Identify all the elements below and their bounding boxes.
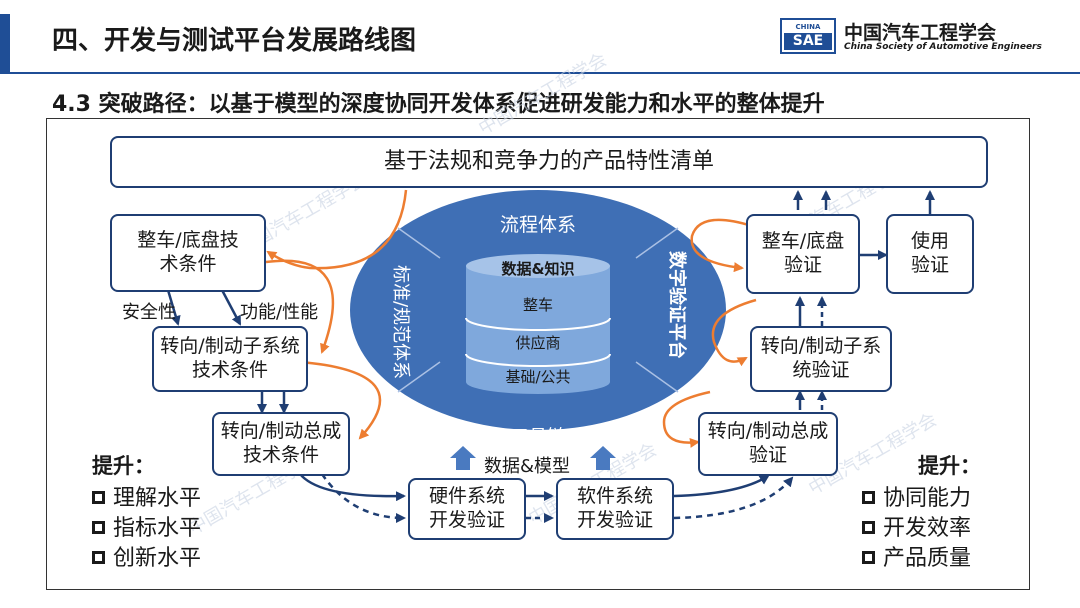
subsystem-validation-box: 转向/制动子系统验证 <box>750 326 892 392</box>
ellipse-divider <box>635 227 679 259</box>
database-layer-vehicle: 整车 <box>522 296 553 314</box>
orange-arrow-loop-vehicle <box>690 218 753 273</box>
database-title: 数据&知识 <box>501 260 575 278</box>
up-block-arrow <box>450 446 476 470</box>
left-improve-item: 指标水平 <box>92 510 201 542</box>
vehicle-chassis-validation-box: 整车/底盘验证 <box>746 214 860 294</box>
section-subtitle: 4.3 突破路径：以基于模型的深度协同开发体系促进研发能力和水平的整体提升 <box>52 92 825 117</box>
arrow-assembly-to-hardware-dashed <box>320 473 406 523</box>
toolchain-label: 工具链 <box>509 426 567 448</box>
usage-validation-box: 使用验证 <box>886 214 974 294</box>
ellipse-divider <box>397 361 441 393</box>
logo-mark: CHINA SAE <box>780 18 836 54</box>
page-title: 四、开发与测试平台发展路线图 <box>52 26 417 56</box>
standards-system-label: 标准/规范体系 <box>390 265 411 380</box>
checkbox-icon <box>92 520 105 534</box>
assembly-validation-box: 转向/制动总成验证 <box>698 412 838 476</box>
safety-label: 安全性 <box>122 302 176 323</box>
arrow-down <box>220 289 242 326</box>
data-model-label: 数据&模型 <box>484 456 571 477</box>
logo-english-name: China Society of Automotive Engineers <box>844 42 1042 52</box>
ellipse-divider <box>635 361 679 393</box>
logo-mark-bottom-text: SAE <box>784 33 832 50</box>
arrow-software-to-assembly-validation <box>673 474 770 498</box>
title-accent-bar <box>0 14 10 72</box>
diagram-frame <box>46 118 1030 590</box>
arrow-down <box>166 289 181 326</box>
orange-arrow-subsystem-to-assembly <box>299 360 382 440</box>
up-block-arrow <box>590 446 616 470</box>
database-layer-line <box>465 353 611 367</box>
process-system-label: 流程体系 <box>499 214 576 236</box>
ellipse-divider <box>397 227 441 259</box>
title-divider <box>0 72 1080 74</box>
right-improve-item: 协同能力 <box>862 480 971 512</box>
arrow-software-to-assembly-validation-dashed <box>673 476 794 520</box>
left-improve-title: 提升： <box>92 454 155 478</box>
digital-validation-platform-label: 数字验证平台 <box>666 251 687 359</box>
logo-chinese-name: 中国汽车工程学会 <box>844 22 997 44</box>
right-improve-title: 提升： <box>918 454 981 478</box>
vehicle-chassis-conditions-box: 整车/底盘技术条件 <box>110 214 266 292</box>
subsystem-conditions-box: 转向/制动子系统技术条件 <box>152 326 308 392</box>
arrow-assembly-to-hardware <box>299 473 406 502</box>
logo-mark-top-text: CHINA <box>795 23 821 31</box>
left-improve-item: 理解水平 <box>92 480 201 512</box>
database-top <box>466 254 610 278</box>
right-improve-item: 开发效率 <box>862 510 971 542</box>
orange-arrow-loop-assembly <box>662 390 711 448</box>
checkbox-icon <box>92 490 105 504</box>
software-validation-box: 软件系统开发验证 <box>556 478 674 540</box>
checkbox-icon <box>92 550 105 564</box>
function-performance-label: 功能/性能 <box>240 302 319 323</box>
hardware-validation-box: 硬件系统开发验证 <box>408 478 526 540</box>
checkbox-icon <box>862 550 875 564</box>
checkbox-icon <box>862 490 875 504</box>
checkbox-icon <box>862 520 875 534</box>
right-improve-item: 产品质量 <box>862 540 971 572</box>
orange-arrow-vehicle-to-subsystem <box>265 259 335 354</box>
database-layer-supplier: 供应商 <box>515 334 561 352</box>
assembly-conditions-box: 转向/制动总成技术条件 <box>212 412 350 476</box>
left-improve-item: 创新水平 <box>92 540 201 572</box>
product-feature-list-box: 基于法规和竞争力的产品特性清单 <box>110 136 988 188</box>
database-layer-line <box>465 317 611 331</box>
orange-arrow-loop-subsystem <box>711 298 757 367</box>
database-layer-common: 基础/公共 <box>505 368 571 386</box>
